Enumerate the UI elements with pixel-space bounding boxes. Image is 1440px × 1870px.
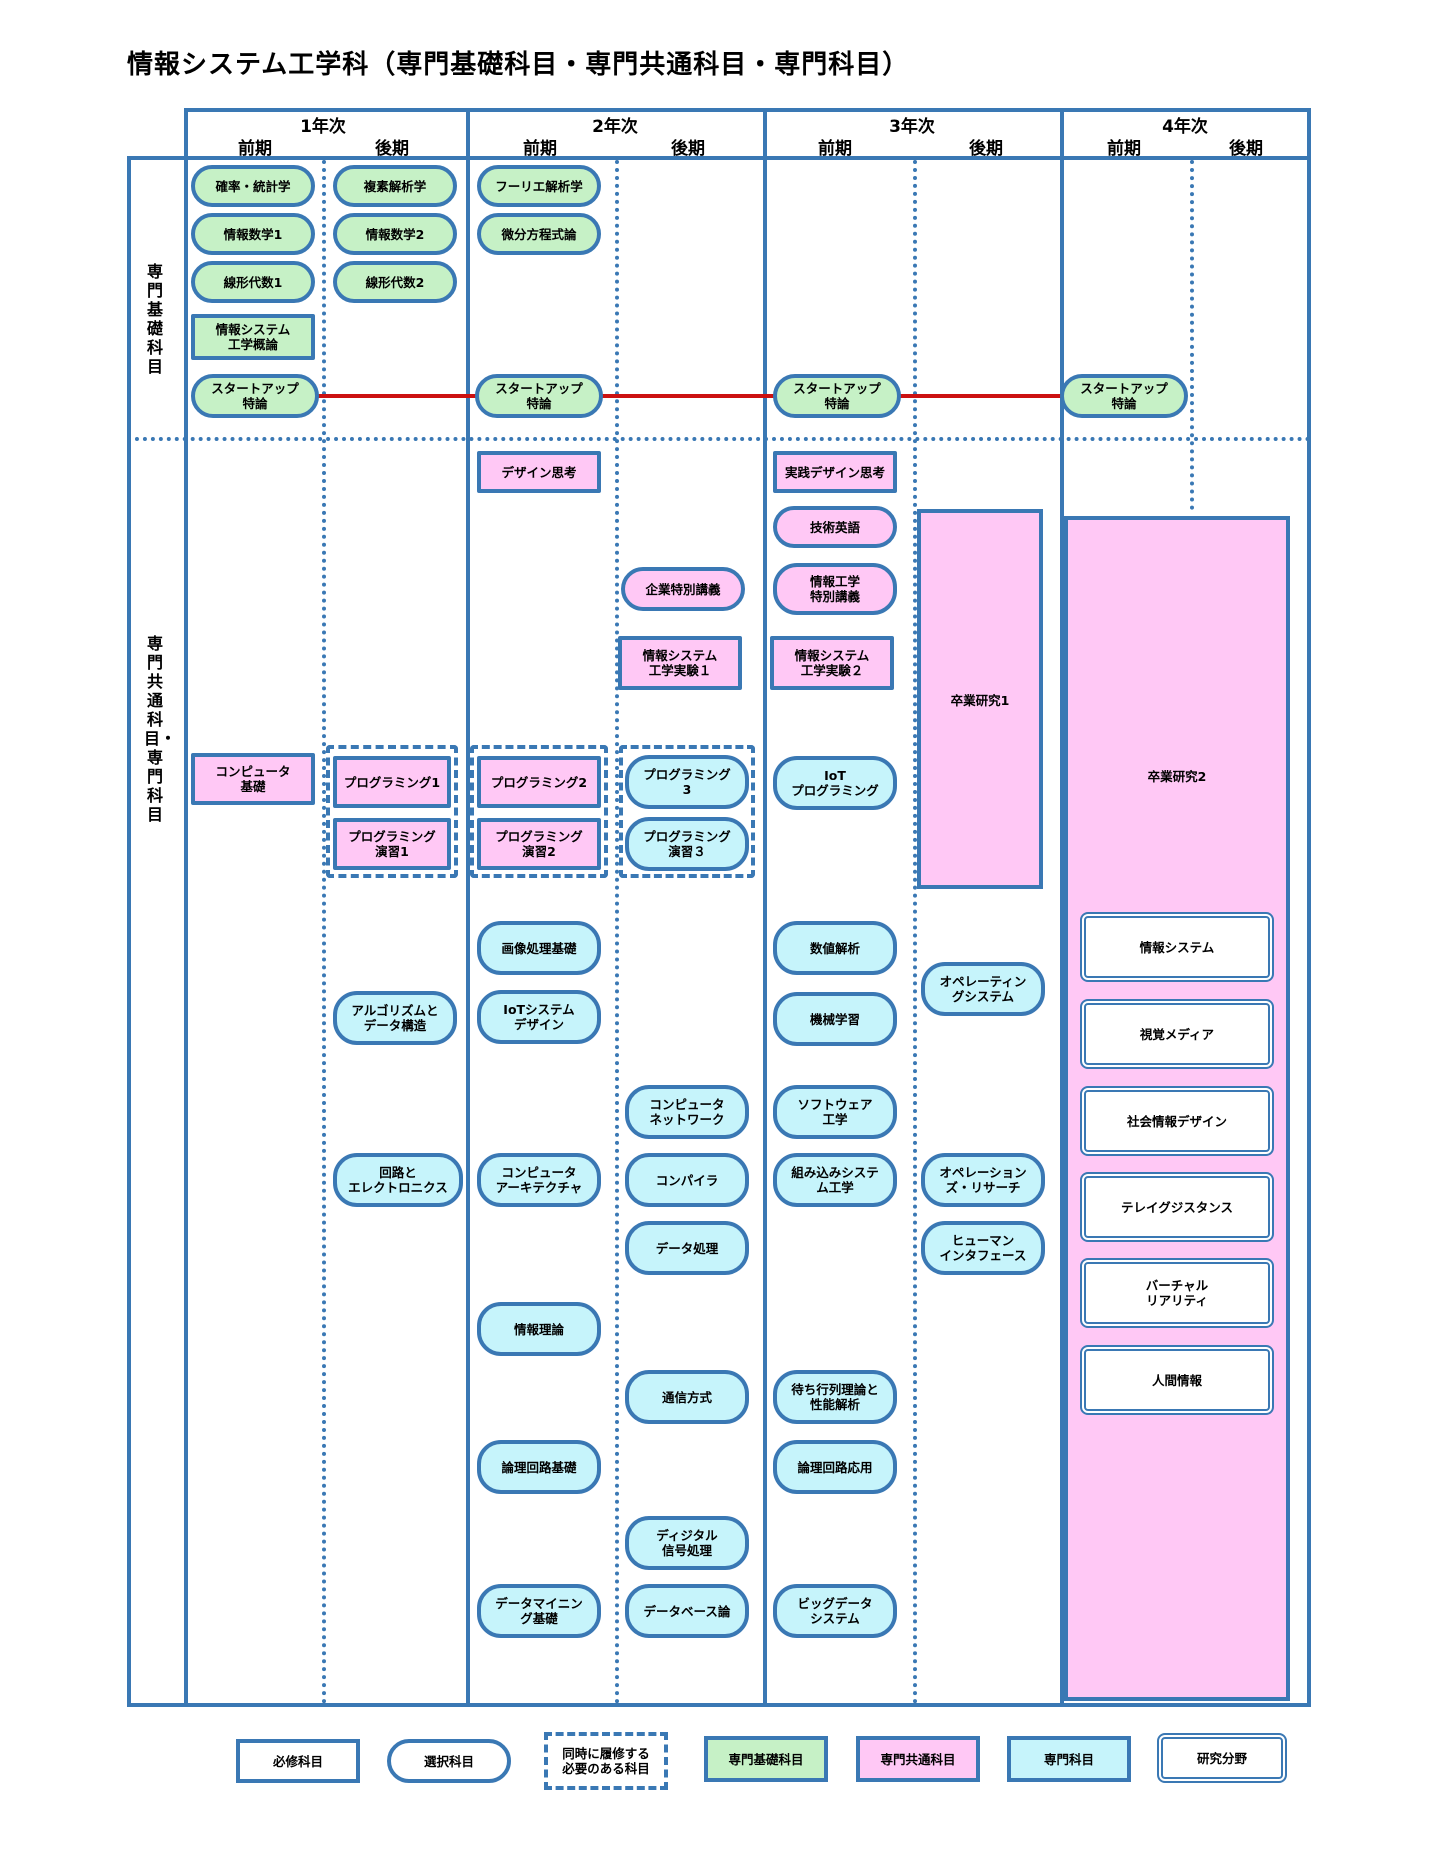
course-design-thinking: デザイン思考 — [477, 451, 601, 493]
year-divider-3 — [763, 108, 767, 1707]
course-os: オペレーティン グシステム — [921, 962, 1045, 1016]
course-database: データベース論 — [625, 1584, 749, 1638]
concurrent-group-1 — [326, 745, 458, 878]
course-practical-design: 実践デザイン思考 — [773, 451, 897, 493]
year-header-4: 4年次 — [1162, 117, 1208, 137]
course-startup-2: スタートアップ 特論 — [475, 374, 603, 418]
term-divider-3 — [913, 160, 917, 1705]
course-intro-info-systems: 情報システム 工学概論 — [191, 314, 315, 360]
course-machine-learning: 機械学習 — [773, 992, 897, 1046]
course-experiment-1: 情報システム 工学実験１ — [618, 636, 742, 690]
term-header: 後期 — [375, 139, 409, 159]
concurrent-group-2 — [470, 745, 608, 878]
term-header: 前期 — [238, 139, 272, 159]
course-programming-exercise-1: プログラミング 演習1 — [333, 818, 451, 870]
course-complex-analysis: 複素解析学 — [333, 165, 457, 207]
legend-research-area: 研究分野 — [1157, 1733, 1287, 1783]
research-area-visual-media: 視覚メディア — [1080, 999, 1274, 1069]
course-iot-programming: IoT プログラミング — [773, 756, 897, 810]
course-experiment-2: 情報システム 工学実験２ — [770, 636, 894, 690]
research-area-telexistence: テレイグジスタンス — [1080, 1172, 1274, 1242]
course-computer-architecture: コンピュータ アーキテクチャ — [477, 1153, 601, 1207]
course-data-processing: データ処理 — [625, 1221, 749, 1275]
legend-concurrent: 同時に履修する 必要のある科目 — [544, 1732, 668, 1790]
course-programming-exercise-3: プログラミング 演習３ — [625, 817, 749, 871]
term-divider-4 — [1190, 160, 1194, 510]
course-logic-circuits-basics: 論理回路基礎 — [477, 1440, 601, 1494]
year-divider-4 — [1060, 108, 1064, 1707]
legend-specialized: 専門科目 — [1007, 1736, 1131, 1782]
course-technical-english: 技術英語 — [773, 506, 897, 548]
legend-elective: 選択科目 — [387, 1739, 511, 1783]
course-circuits-electronics: 回路と エレクトロニクス — [333, 1153, 463, 1207]
legend-foundation: 専門基礎科目 — [704, 1736, 828, 1782]
left-label-divider — [184, 156, 188, 1707]
course-logic-circuits-applied: 論理回路応用 — [773, 1440, 897, 1494]
course-data-mining: データマイニン グ基礎 — [477, 1584, 601, 1638]
course-corporate-lecture: 企業特別講義 — [621, 567, 745, 611]
grid-body-frame — [127, 156, 1311, 1707]
year-header-2: 2年次 — [592, 117, 638, 137]
course-communication-systems: 通信方式 — [625, 1370, 749, 1424]
term-header: 後期 — [969, 139, 1003, 159]
research-area-virtual-reality: バーチャル リアリティ — [1080, 1258, 1274, 1328]
legend-required: 必修科目 — [236, 1739, 360, 1783]
section-label-foundation: 専門基礎科目 — [146, 262, 163, 376]
course-software-engineering: ソフトウェア 工学 — [773, 1085, 897, 1139]
course-linear-algebra-1: 線形代数1 — [191, 261, 315, 303]
course-human-interface: ヒューマン インタフェース — [921, 1221, 1045, 1275]
course-numerical-analysis: 数値解析 — [773, 921, 897, 975]
course-startup-3: スタートアップ 特論 — [773, 374, 901, 418]
course-image-processing: 画像処理基礎 — [477, 921, 601, 975]
course-info-math-1: 情報数学1 — [191, 213, 315, 255]
course-embedded-systems: 組み込みシステ ム工学 — [773, 1153, 897, 1207]
term-divider-2 — [615, 160, 619, 1705]
course-iot-system-design: IoTシステム デザイン — [477, 990, 601, 1044]
course-digital-signal-processing: ディジタル 信号処理 — [625, 1516, 749, 1570]
course-special-lecture: 情報工学 特別講義 — [773, 563, 897, 615]
term-header: 後期 — [671, 139, 705, 159]
course-programming-exercise-2: プログラミング 演習2 — [477, 818, 601, 870]
section-label-common: 専門共通科目・専門科目 — [144, 634, 177, 824]
course-computer-basics: コンピュータ 基礎 — [191, 753, 315, 805]
term-header: 前期 — [523, 139, 557, 159]
legend-common: 専門共通科目 — [856, 1736, 980, 1782]
concurrent-group-3 — [619, 745, 755, 878]
startup-link — [317, 394, 479, 398]
startup-link — [599, 394, 777, 398]
course-linear-algebra-2: 線形代数2 — [333, 261, 457, 303]
course-programming-1: プログラミング1 — [333, 756, 451, 808]
section-divider — [127, 437, 1311, 441]
research-area-social-info-design: 社会情報デザイン — [1080, 1086, 1274, 1156]
term-divider-1 — [322, 160, 326, 1705]
research-area-info-systems: 情報システム — [1080, 912, 1274, 982]
course-startup-4: スタートアップ 特論 — [1060, 374, 1188, 418]
course-queueing-theory: 待ち行列理論と 性能解析 — [773, 1370, 897, 1424]
term-header: 前期 — [818, 139, 852, 159]
course-differential-equations: 微分方程式論 — [477, 213, 601, 255]
term-header: 後期 — [1229, 139, 1263, 159]
year-header-3: 3年次 — [889, 117, 935, 137]
page-title: 情報システム工学科（専門基礎科目・専門共通科目・専門科目） — [127, 50, 910, 80]
course-computer-network: コンピュータ ネットワーク — [625, 1085, 749, 1139]
course-startup-1: スタートアップ 特論 — [191, 374, 319, 418]
course-info-math-2: 情報数学2 — [333, 213, 457, 255]
course-fourier-analysis: フーリエ解析学 — [477, 165, 601, 207]
startup-link — [896, 394, 1066, 398]
course-programming-2: プログラミング2 — [477, 756, 601, 808]
course-graduation-research-1: 卒業研究1 — [917, 509, 1043, 889]
course-programming-3: プログラミング 3 — [625, 755, 749, 809]
research-area-human-info: 人間情報 — [1080, 1345, 1274, 1415]
year-header-1: 1年次 — [300, 117, 346, 137]
course-probability-statistics: 確率・統計学 — [191, 165, 315, 207]
course-information-theory: 情報理論 — [477, 1302, 601, 1356]
course-operations-research: オペレーション ズ・リサーチ — [921, 1153, 1045, 1207]
course-algorithms: アルゴリズムと データ構造 — [333, 991, 457, 1045]
course-compiler: コンパイラ — [625, 1153, 749, 1207]
year-divider-2 — [466, 108, 470, 1707]
course-big-data-systems: ビッグデータ システム — [773, 1584, 897, 1638]
term-header: 前期 — [1107, 139, 1141, 159]
